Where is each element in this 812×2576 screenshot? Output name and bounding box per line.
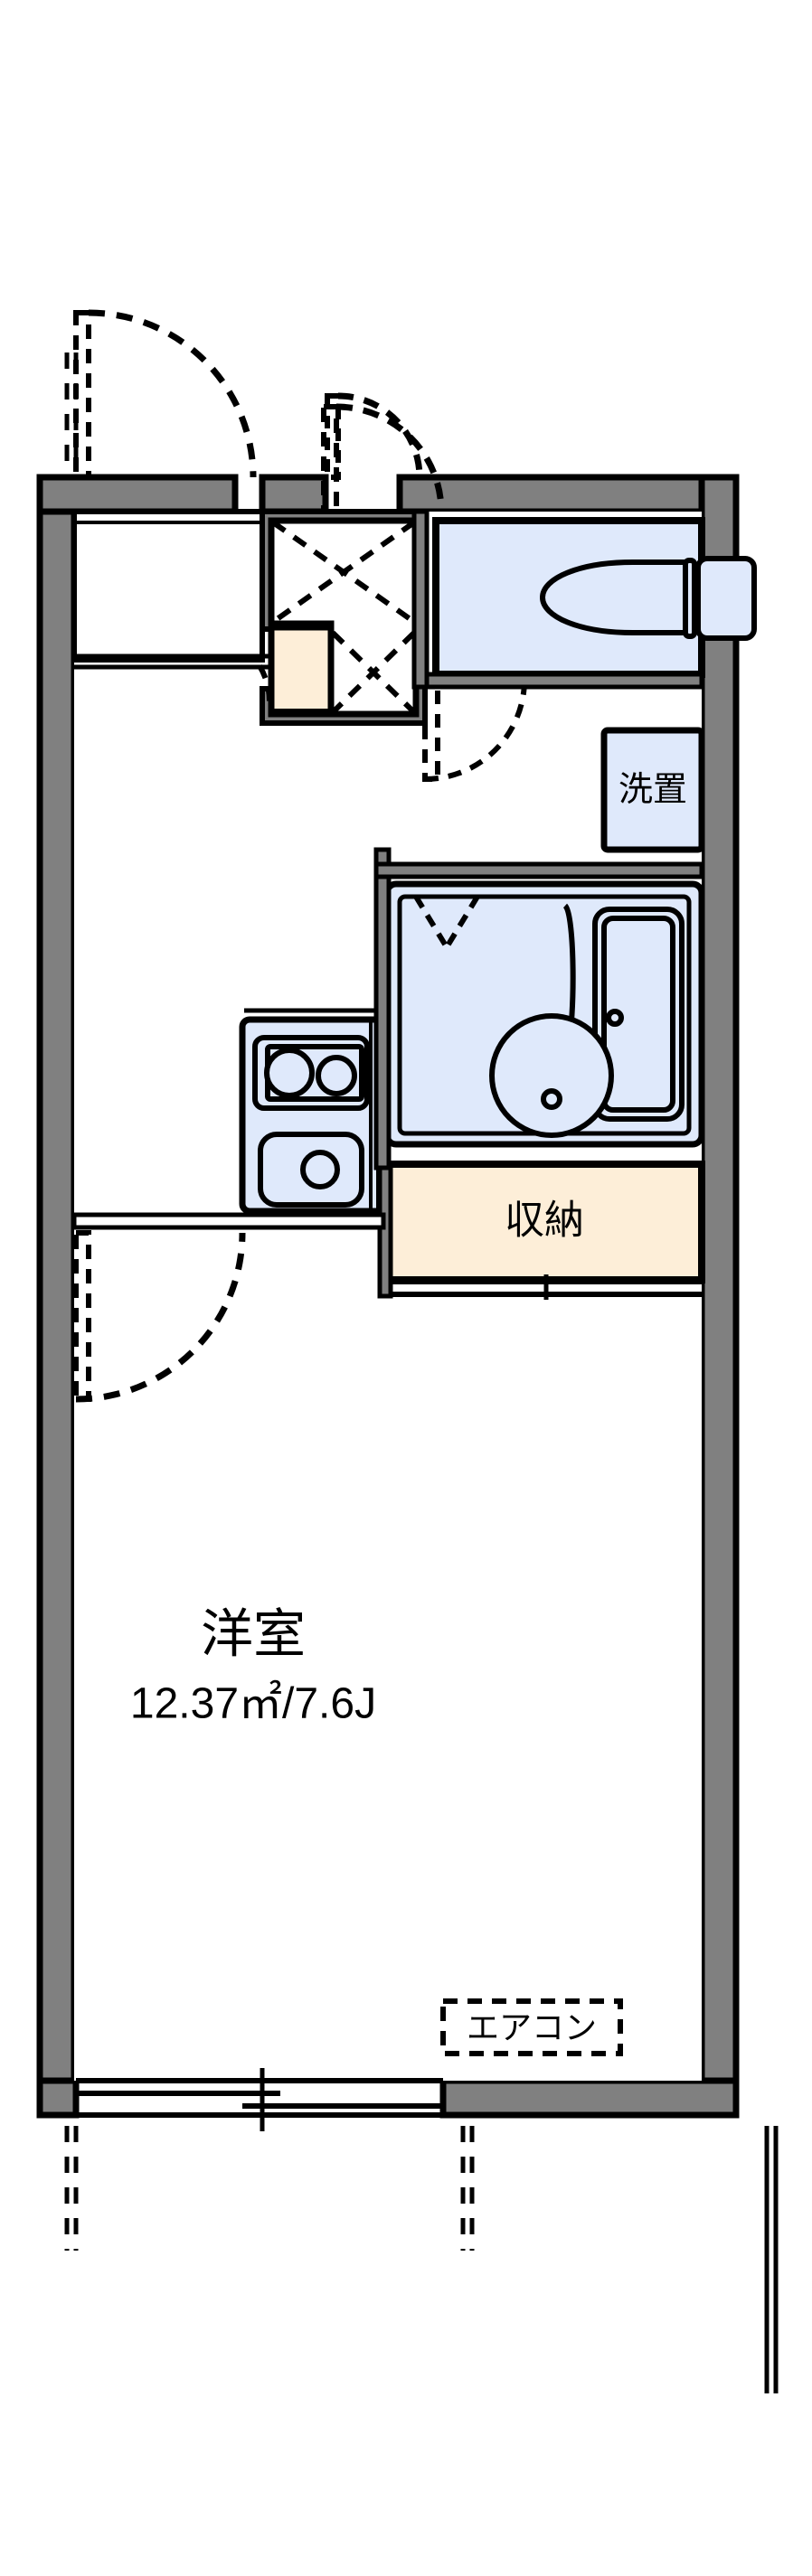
main-room-area: 12.37㎡/7.6J xyxy=(130,1680,376,1728)
kitchen xyxy=(239,1008,387,1217)
balcony-window[interactable] xyxy=(74,510,262,524)
balcony xyxy=(71,509,271,670)
main-room-door[interactable] xyxy=(73,1230,246,1403)
genkan-cross-hatch xyxy=(271,520,417,715)
exterior-guide-lines xyxy=(64,2126,779,2393)
gas-stove xyxy=(252,1035,370,1111)
aircon-annotation: エアコン xyxy=(440,1998,623,2056)
south-sliding-window[interactable] xyxy=(76,2068,443,2131)
main-room-labels: 洋室 12.37㎡/7.6J xyxy=(130,1604,376,1727)
closet: 収納 xyxy=(377,1161,705,1300)
bath-door[interactable] xyxy=(413,895,480,949)
aircon-label: エアコン xyxy=(467,2009,597,2046)
closet-door[interactable] xyxy=(389,1274,702,1300)
washbasin xyxy=(489,903,614,1138)
interior-partitions xyxy=(71,509,704,1230)
washer-space: 洗置 xyxy=(600,727,705,853)
closet-label: 収納 xyxy=(505,1199,584,1243)
main-room-name: 洋室 xyxy=(201,1604,306,1663)
bathtub xyxy=(592,907,685,1122)
outer-walls xyxy=(36,474,740,2119)
washer-space-label: 洗置 xyxy=(618,771,687,809)
north-window-right[interactable] xyxy=(325,392,423,480)
unit-bath xyxy=(383,872,705,1148)
exterior-guide-lines-top xyxy=(64,353,79,477)
toilet-fixture xyxy=(539,556,757,641)
kitchen-sink xyxy=(258,1132,364,1208)
